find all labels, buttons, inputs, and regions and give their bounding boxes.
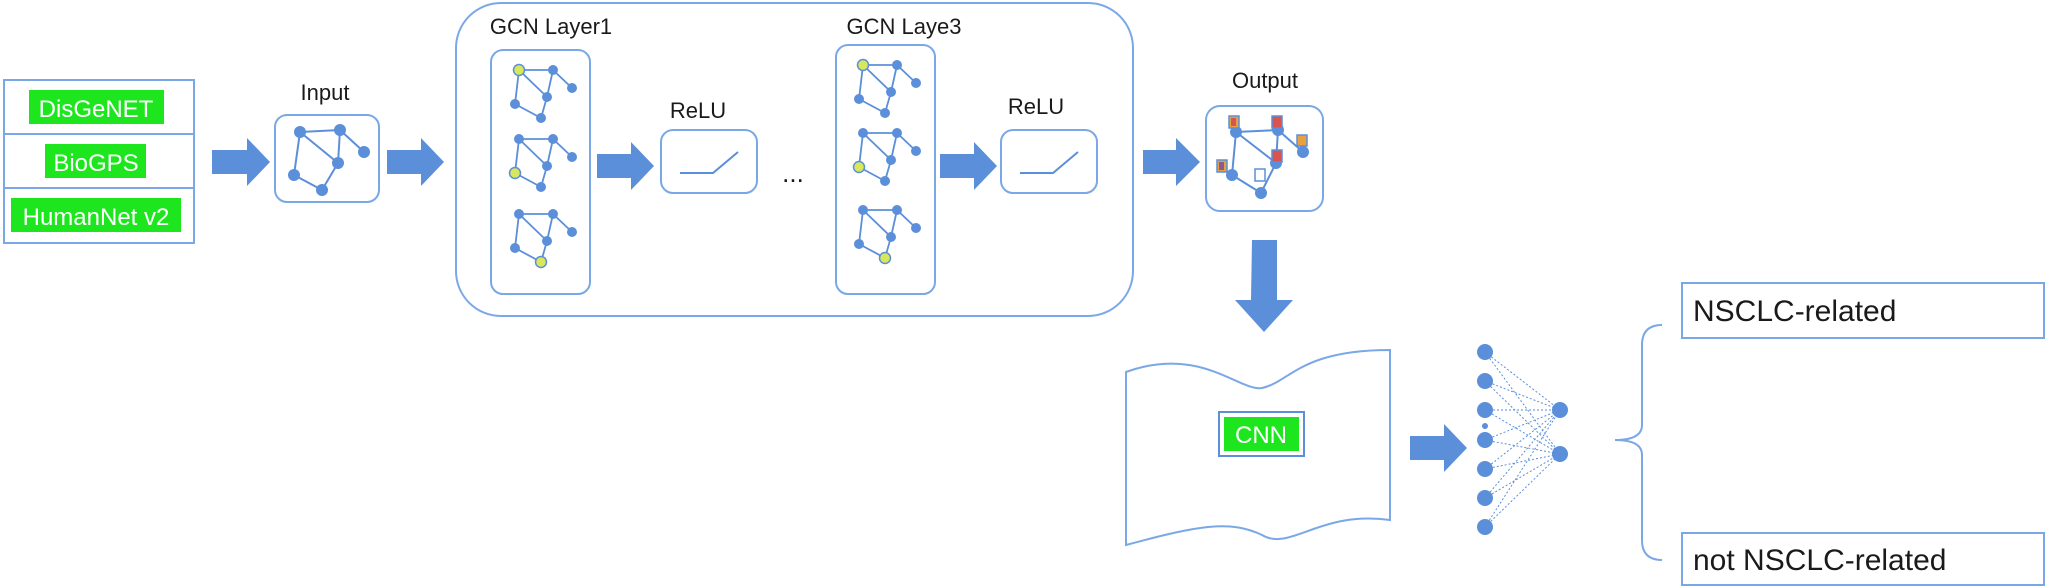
humannet-highlight [11, 198, 181, 232]
output-box [1205, 105, 1324, 212]
data-sources-box: DisGeNET BioGPS HumanNet v2 [3, 79, 195, 244]
outcome-related: NSCLC-related [1693, 295, 1896, 328]
layer3-graph-3 [854, 204, 922, 265]
layer1-graph-3 [510, 208, 578, 269]
source-biogps: BioGPS [53, 150, 138, 177]
gcn-layer1-box [490, 49, 591, 295]
source-disgenet: DisGeNET [39, 96, 154, 123]
arrow-sources-to-input [212, 138, 270, 186]
relu2-label: ReLU [1008, 94, 1064, 119]
relu2-curve [1020, 151, 1079, 174]
layer1-graph-1 [510, 63, 578, 123]
cnn-label: CNN [1235, 422, 1287, 449]
arrow-cnn-to-classifier [1410, 424, 1467, 472]
cnn-highlight [1224, 417, 1299, 451]
relu1-label: ReLU [670, 98, 726, 123]
classifier-network [1484, 351, 1561, 528]
gcn-layer1-label: GCN Layer1 [490, 14, 612, 39]
classifier-nodes [1477, 344, 1568, 535]
outcome-not-related-box [1681, 532, 2045, 586]
arrow-input-to-gcn [387, 138, 444, 186]
arrow-layer1-to-relu [597, 142, 654, 190]
layer3-graph-2 [852, 127, 922, 186]
input-graph-box [274, 114, 380, 203]
flow-arrows [212, 138, 1467, 472]
output-class-markers [1216, 115, 1308, 182]
gcn-layer3-label: GCN Laye3 [847, 14, 962, 39]
layer1-graph-2 [508, 133, 578, 192]
disgenet-highlight [29, 90, 164, 124]
input-graph-icon [287, 123, 371, 197]
relu1-curve [680, 151, 739, 174]
relu1-box [660, 129, 758, 194]
biogps-highlight [45, 144, 146, 178]
arrow-gcn-to-output [1143, 138, 1200, 186]
gcn-layer3-box [835, 44, 936, 295]
input-label: Input [301, 80, 350, 105]
outcome-not-related: not NSCLC-related [1693, 544, 1946, 577]
ellipsis: ... [782, 158, 804, 188]
layer3-graph-1 [854, 58, 922, 118]
gcn-container [455, 2, 1134, 317]
relu2-box [1000, 129, 1098, 194]
arrow-layer3-to-relu [940, 142, 997, 190]
output-label: Output [1232, 68, 1298, 93]
source-humannet-v2: HumanNet v2 [23, 204, 170, 231]
arrow-output-to-cnn [1235, 240, 1293, 332]
outcome-brace [1614, 324, 1663, 561]
outcome-related-box [1681, 282, 2045, 339]
